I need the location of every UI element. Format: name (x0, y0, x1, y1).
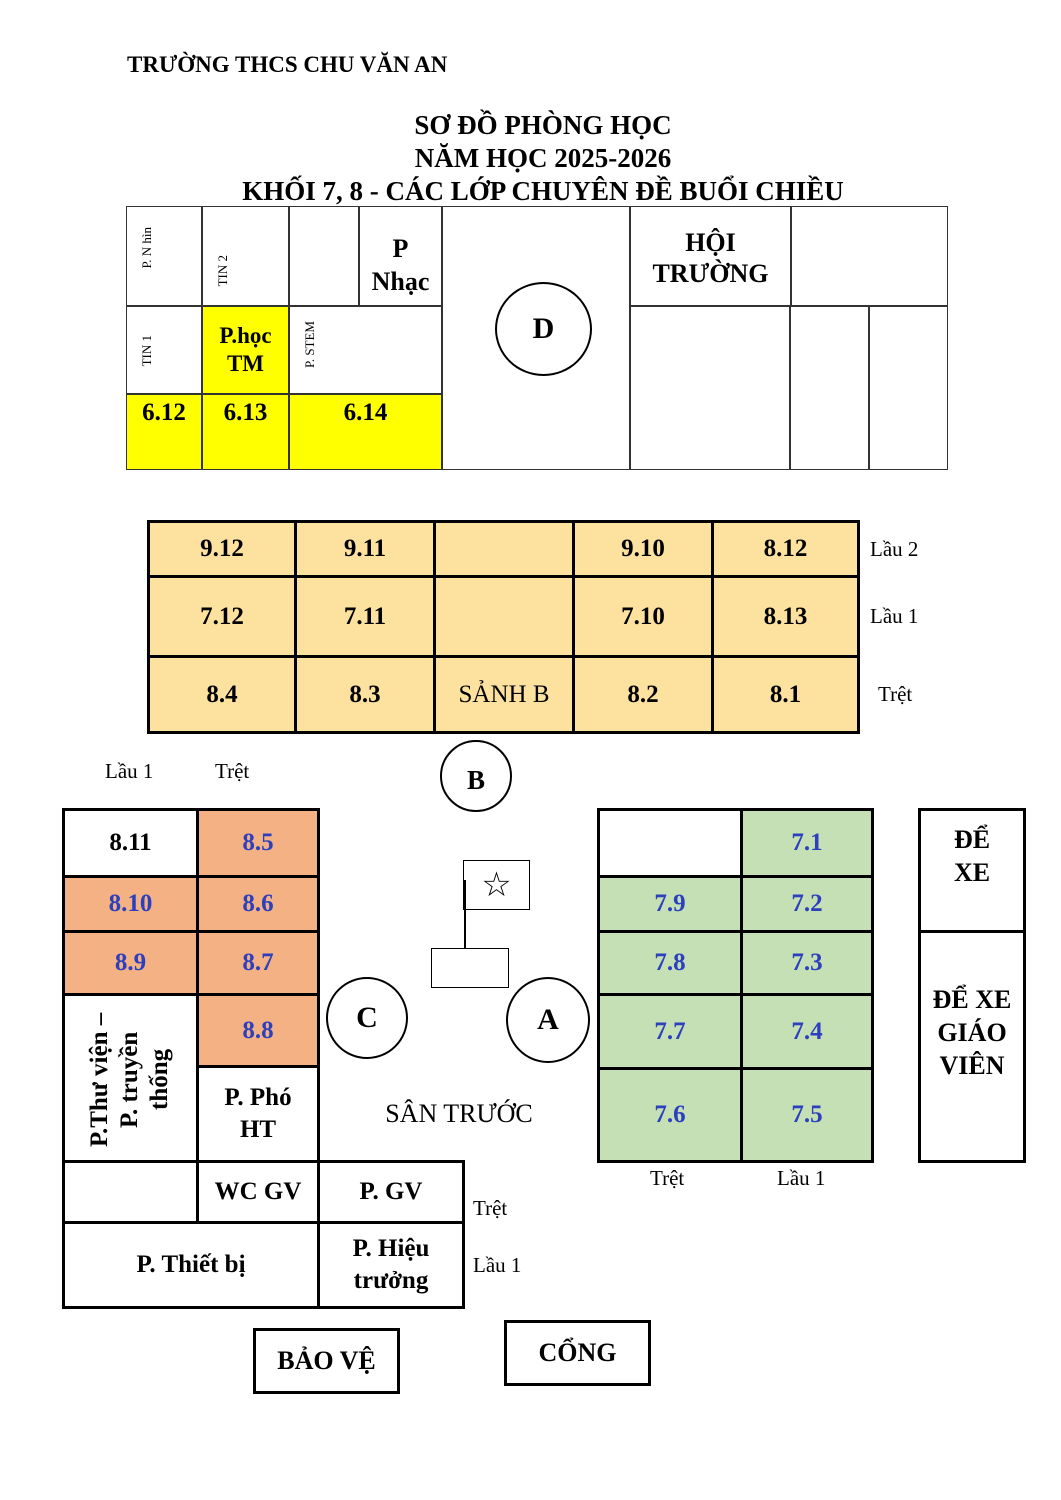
col-label-tret-a: Trệt (650, 1166, 685, 1190)
room-8-8: 8.8 (196, 993, 320, 1068)
room-7-4: 7.4 (740, 993, 874, 1070)
room-p-hoc-tm: P.học TM (202, 306, 289, 394)
room-empty-d1 (289, 206, 359, 306)
room-pho-ht: P. Phó HT (196, 1065, 320, 1163)
map-title-line3: KHỐI 7, 8 - CÁC LỚP CHUYÊN ĐỀ BUỔI CHIỀU (242, 175, 844, 206)
room-c-empty (62, 1160, 199, 1224)
room-tin2-label: TIN 2 (215, 255, 230, 287)
room-7-10: 7.10 (572, 575, 714, 658)
room-7-6: 7.6 (597, 1067, 743, 1163)
room-hieu-truong-label: P. Hiệu trưởng (352, 1235, 430, 1294)
floor-label-tret-c: Trệt (473, 1196, 508, 1220)
room-a-empty (597, 808, 743, 878)
room-p-nhin-label: P. N hìn (139, 227, 154, 269)
room-p-nhac-label: P Nhạc (371, 234, 430, 296)
guard-room: BẢO VỆ (253, 1328, 400, 1394)
room-8-6: 8.6 (196, 875, 320, 933)
room-6-14: 6.14 (289, 394, 442, 470)
room-p-hoc-tm-label: P.học TM (219, 323, 272, 376)
room-p-gv: P. GV (317, 1160, 465, 1224)
col-label-lau1-c: Lầu 1 (105, 759, 154, 783)
room-9-11: 9.11 (294, 520, 436, 578)
room-7-9: 7.9 (597, 875, 743, 933)
room-tin1-label: TIN 1 (139, 335, 154, 367)
room-b-empty-2 (433, 575, 575, 658)
room-9-10: 9.10 (572, 520, 714, 578)
parking-students: ĐỂ XE (918, 808, 1026, 933)
parking-students-label: ĐỂ XE (953, 825, 991, 887)
parking-teachers: ĐỂ XE GIÁO VIÊN (918, 930, 1026, 1163)
room-p-nhin: P. N hìn (126, 206, 202, 306)
san-truoc: SÂN TRƯỚC (385, 1099, 533, 1128)
room-tin1: TIN 1 (126, 306, 202, 394)
floor-label-lau1-b: Lầu 1 (870, 604, 919, 628)
flag: ☆ (463, 860, 530, 910)
map-title-line1: SƠ ĐỒ PHÒNG HỌC (414, 109, 672, 140)
flag-base (431, 948, 509, 988)
col-label-lau1-a: Lầu 1 (777, 1166, 826, 1190)
room-thu-vien-label: P.Thư viện – P. truyền thống (86, 1012, 173, 1147)
room-8-3: 8.3 (294, 655, 436, 734)
room-p-stem: P. STEM (289, 306, 442, 394)
main-gate: CỔNG (504, 1320, 651, 1386)
room-6-12: 6.12 (126, 394, 202, 470)
room-8-5: 8.5 (196, 808, 320, 878)
block-a-marker: A (506, 977, 590, 1063)
room-b-empty-1 (433, 520, 575, 578)
floor-label-tret-b: Trệt (878, 682, 913, 706)
parking-teachers-label: ĐỂ XE GIÁO VIÊN (932, 985, 1012, 1080)
room-thiet-bi: P. Thiết bị (62, 1221, 320, 1309)
room-tin2: TIN 2 (202, 206, 289, 306)
room-9-12: 9.12 (147, 520, 297, 578)
room-empty-d2 (791, 206, 948, 306)
star-icon: ☆ (481, 867, 512, 904)
room-8-7: 8.7 (196, 930, 320, 996)
room-8-2: 8.2 (572, 655, 714, 734)
floor-label-lau2: Lầu 2 (870, 537, 919, 561)
room-6-13: 6.13 (202, 394, 289, 470)
room-7-3: 7.3 (740, 930, 874, 996)
room-empty-d3 (630, 306, 790, 470)
room-7-1: 7.1 (740, 808, 874, 878)
room-thu-vien: P.Thư viện – P. truyền thống (62, 993, 199, 1163)
room-8-4: 8.4 (147, 655, 297, 734)
map-title-line2: NĂM HỌC 2025-2026 (414, 142, 672, 173)
room-p-nhac: P Nhạc (359, 206, 442, 306)
room-empty-d5 (869, 306, 948, 470)
room-7-11: 7.11 (294, 575, 436, 658)
room-7-12: 7.12 (147, 575, 297, 658)
room-8-1: 8.1 (711, 655, 860, 734)
room-p-stem-label: P. STEM (302, 321, 317, 368)
room-8-13: 8.13 (711, 575, 860, 658)
block-b-marker: B (440, 740, 512, 812)
school-name: TRƯỜNG THCS CHU VĂN AN (127, 52, 448, 77)
courtyard-d (442, 206, 630, 470)
room-8-12: 8.12 (711, 520, 860, 578)
floor-label-lau1-c: Lầu 1 (473, 1253, 522, 1277)
flag-pole (464, 880, 466, 950)
room-7-8: 7.8 (597, 930, 743, 996)
room-8-10: 8.10 (62, 875, 199, 933)
room-hoi-truong-label: HỘI TRƯỜNG (652, 228, 769, 288)
room-empty-d4 (790, 306, 869, 470)
room-hieu-truong: P. Hiệu trưởng (317, 1221, 465, 1309)
block-c-marker: C (326, 977, 408, 1059)
sanh-b: SẢNH B (433, 655, 575, 734)
col-label-tret-c: Trệt (215, 759, 250, 783)
room-7-7: 7.7 (597, 993, 743, 1070)
block-d-marker: D (495, 282, 592, 376)
room-wc-gv: WC GV (196, 1160, 320, 1224)
room-hoi-truong: HỘI TRƯỜNG (630, 206, 791, 306)
room-7-5: 7.5 (740, 1067, 874, 1163)
room-7-2: 7.2 (740, 875, 874, 933)
room-8-11: 8.11 (62, 808, 199, 878)
room-8-9: 8.9 (62, 930, 199, 996)
room-pho-ht-label: P. Phó HT (224, 1084, 292, 1143)
